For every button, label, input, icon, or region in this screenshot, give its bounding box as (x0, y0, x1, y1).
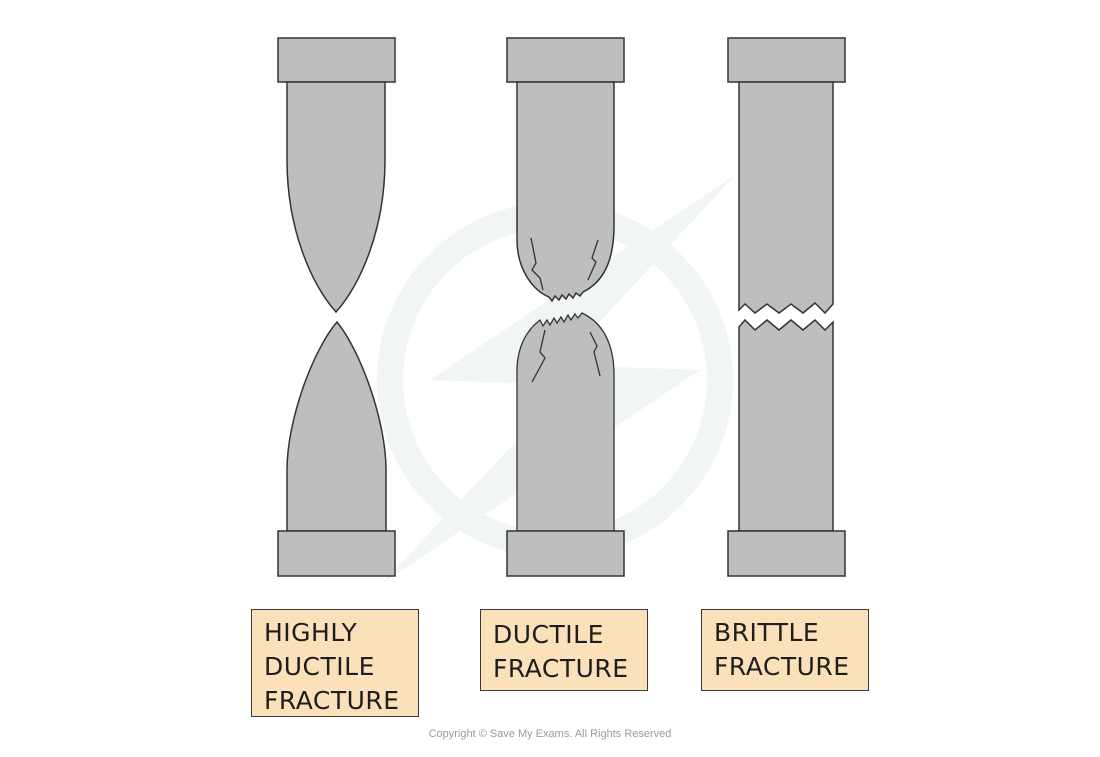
upper-piece (516, 81, 615, 303)
label-line: FRACTURE (714, 652, 850, 681)
bottom-grip (506, 530, 625, 577)
label-line: DUCTILE (264, 652, 375, 681)
lower-crack-right (589, 331, 601, 377)
label-line: FRACTURE (264, 686, 400, 715)
upper-crack-left (530, 237, 544, 291)
lower-crack-left (531, 329, 546, 383)
ductile-specimen (506, 37, 625, 577)
copyright-footer: Copyright © Save My Exams. All Rights Re… (428, 728, 672, 740)
label-line: BRITTLE (714, 618, 820, 647)
label-line: FRACTURE (493, 654, 629, 683)
bottom-grip (277, 530, 396, 577)
upper-piece (738, 81, 834, 315)
brittle-specimen (727, 37, 846, 577)
bottom-grip (727, 530, 846, 577)
lower-cone (286, 320, 387, 532)
label-line: DUCTILE (493, 620, 604, 649)
top-grip (277, 37, 396, 83)
highly-ductile-label: HIGHLY DUCTILE FRACTURE (251, 609, 419, 717)
top-grip (727, 37, 846, 83)
top-grip (506, 37, 625, 83)
upper-cone (286, 81, 386, 314)
highly-ductile-specimen (277, 37, 396, 577)
brittle-label: BRITTLE FRACTURE (701, 609, 869, 691)
lower-piece (516, 312, 615, 532)
upper-crack-right (587, 239, 599, 281)
ductile-label: DUCTILE FRACTURE (480, 609, 648, 691)
label-line: HIGHLY (264, 618, 358, 647)
lower-piece (738, 318, 834, 532)
